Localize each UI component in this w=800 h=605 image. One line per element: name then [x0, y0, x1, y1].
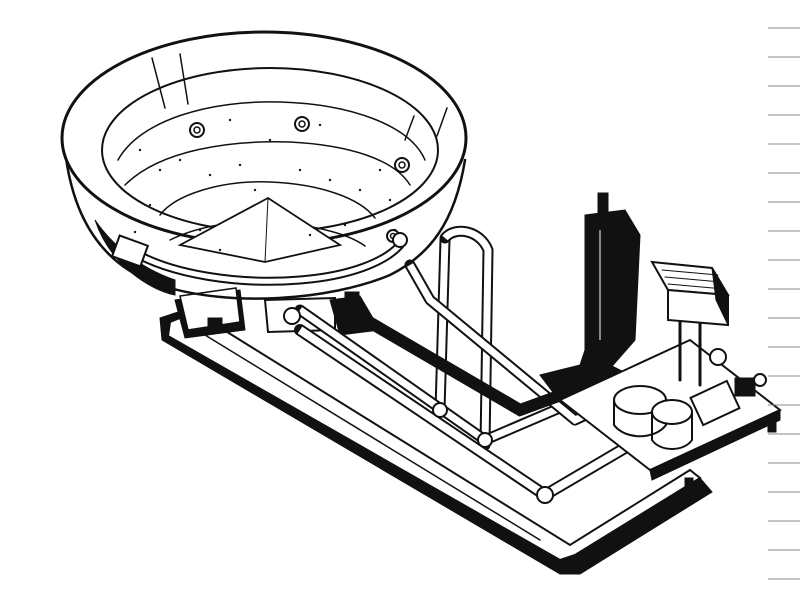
plumbing — [110, 225, 646, 504]
pipe-elbow — [477, 432, 493, 448]
control-box — [650, 260, 730, 387]
support-foot-left — [207, 317, 223, 333]
base-platform — [159, 307, 713, 575]
jet — [394, 157, 410, 173]
tub — [60, 30, 468, 300]
pipe-elbow — [432, 402, 448, 418]
pipe-elbow — [536, 486, 554, 504]
jet — [189, 122, 205, 138]
pipe-elbow — [283, 307, 301, 325]
pipe-elbow — [392, 232, 408, 248]
heater — [613, 348, 767, 450]
jet — [294, 116, 310, 132]
margin-rules — [768, 27, 800, 580]
